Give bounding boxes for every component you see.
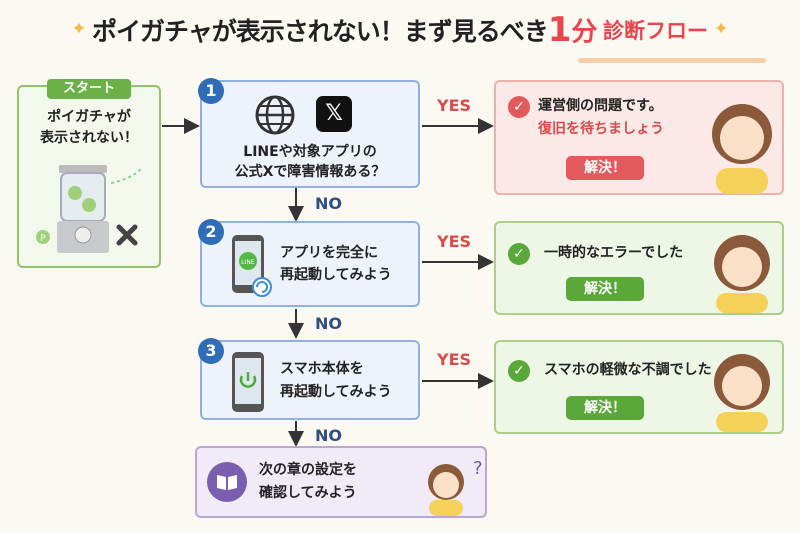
result-3-line-1: スマホの軽微な不調でした <box>544 362 712 378</box>
gacha-machine-icon: P <box>36 165 142 253</box>
page-title: ✦ ポイガチャが表示されない！まず見るべき1分 診断フロー ✦ <box>0 10 800 50</box>
step-number-1: 1 <box>198 78 224 104</box>
yes-label-2: YES <box>437 232 472 251</box>
step-3-line-1: スマホ本体を <box>280 361 364 377</box>
result-1-box: ✓ 運営側の問題です。 復旧を待ちましょう 解決！ <box>494 80 784 195</box>
book-icon <box>207 462 247 502</box>
step-2-box: 2 LINE アプリを完全に 再起動してみよう <box>198 219 420 307</box>
person-icon <box>712 104 772 194</box>
result-2-box: ✓ 一時的なエラーでした 解決！ <box>494 221 784 315</box>
svg-text:P: P <box>40 234 46 244</box>
result-1-line-1: 運営側の問題です。 <box>538 98 663 114</box>
x-logo-icon: 𝕏 <box>316 96 352 132</box>
sparkle-icon: ✦ <box>713 18 729 40</box>
step-3-box: 3 スマホ本体を 再起動してみよう <box>198 338 420 420</box>
solved-badge-2: 解決！ <box>566 277 644 301</box>
title-underline <box>578 58 766 63</box>
step-1-line-2: 公式Xで障害情報ある？ <box>234 164 386 180</box>
title-number: 1 <box>547 10 572 50</box>
person-icon <box>714 235 770 313</box>
yes-label-3: YES <box>437 350 472 369</box>
person-icon <box>714 354 770 432</box>
title-tail: 診断フロー <box>603 19 709 43</box>
start-text-1: ポイガチャが <box>47 109 131 125</box>
no-label-2: NO <box>315 314 342 333</box>
result-2-line-1: 一時的なエラーでした <box>544 245 684 261</box>
start-text-2: 表示されない！ <box>40 130 138 146</box>
no-label-1: NO <box>315 194 342 213</box>
final-line-1: 次の章の設定を <box>259 462 357 478</box>
title-unit: 分 <box>571 17 598 48</box>
solved-badge-3: 解決！ <box>566 396 644 420</box>
svg-text:?: ? <box>473 458 483 479</box>
check-icon: ✓ <box>508 96 530 118</box>
result-3-box: ✓ スマホの軽微な不調でした 解決！ <box>494 340 784 434</box>
power-icon <box>232 352 264 412</box>
start-label: スタート <box>47 79 131 99</box>
check-icon: ✓ <box>508 243 530 265</box>
step-number-2: 2 <box>198 219 224 245</box>
step-2-line-1: アプリを完全に <box>280 245 378 261</box>
start-box: スタート ポイガチャが 表示されない！ P <box>17 79 161 268</box>
step-3-line-2: 再起動してみよう <box>280 384 392 400</box>
check-icon: ✓ <box>508 360 530 382</box>
title-main: ポイガチャが表示されない！まず見るべき <box>91 17 549 46</box>
step-1-line-1: LINEや対象アプリの <box>243 144 377 160</box>
next-chapter-box: 次の章の設定を 確認してみよう ? <box>195 446 487 518</box>
step-number-3: 3 <box>198 338 224 364</box>
step-2-line-2: 再起動してみよう <box>280 267 392 283</box>
result-1-line-2: 復旧を待ちましょう <box>538 121 664 137</box>
globe-icon <box>255 95 295 135</box>
yes-label-1: YES <box>437 96 472 115</box>
sparkle-icon: ✦ <box>71 18 87 40</box>
no-label-3: NO <box>315 426 342 445</box>
person-icon: ? <box>428 458 483 516</box>
final-line-2: 確認してみよう <box>259 485 357 501</box>
solved-badge-1: 解決！ <box>566 156 644 180</box>
line-app-icon: LINE <box>232 235 272 297</box>
svg-text:LINE: LINE <box>241 259 255 266</box>
step-1-box: 1 𝕏 LINEや対象アプリの 公式Xで障害情報ある？ <box>198 78 420 188</box>
